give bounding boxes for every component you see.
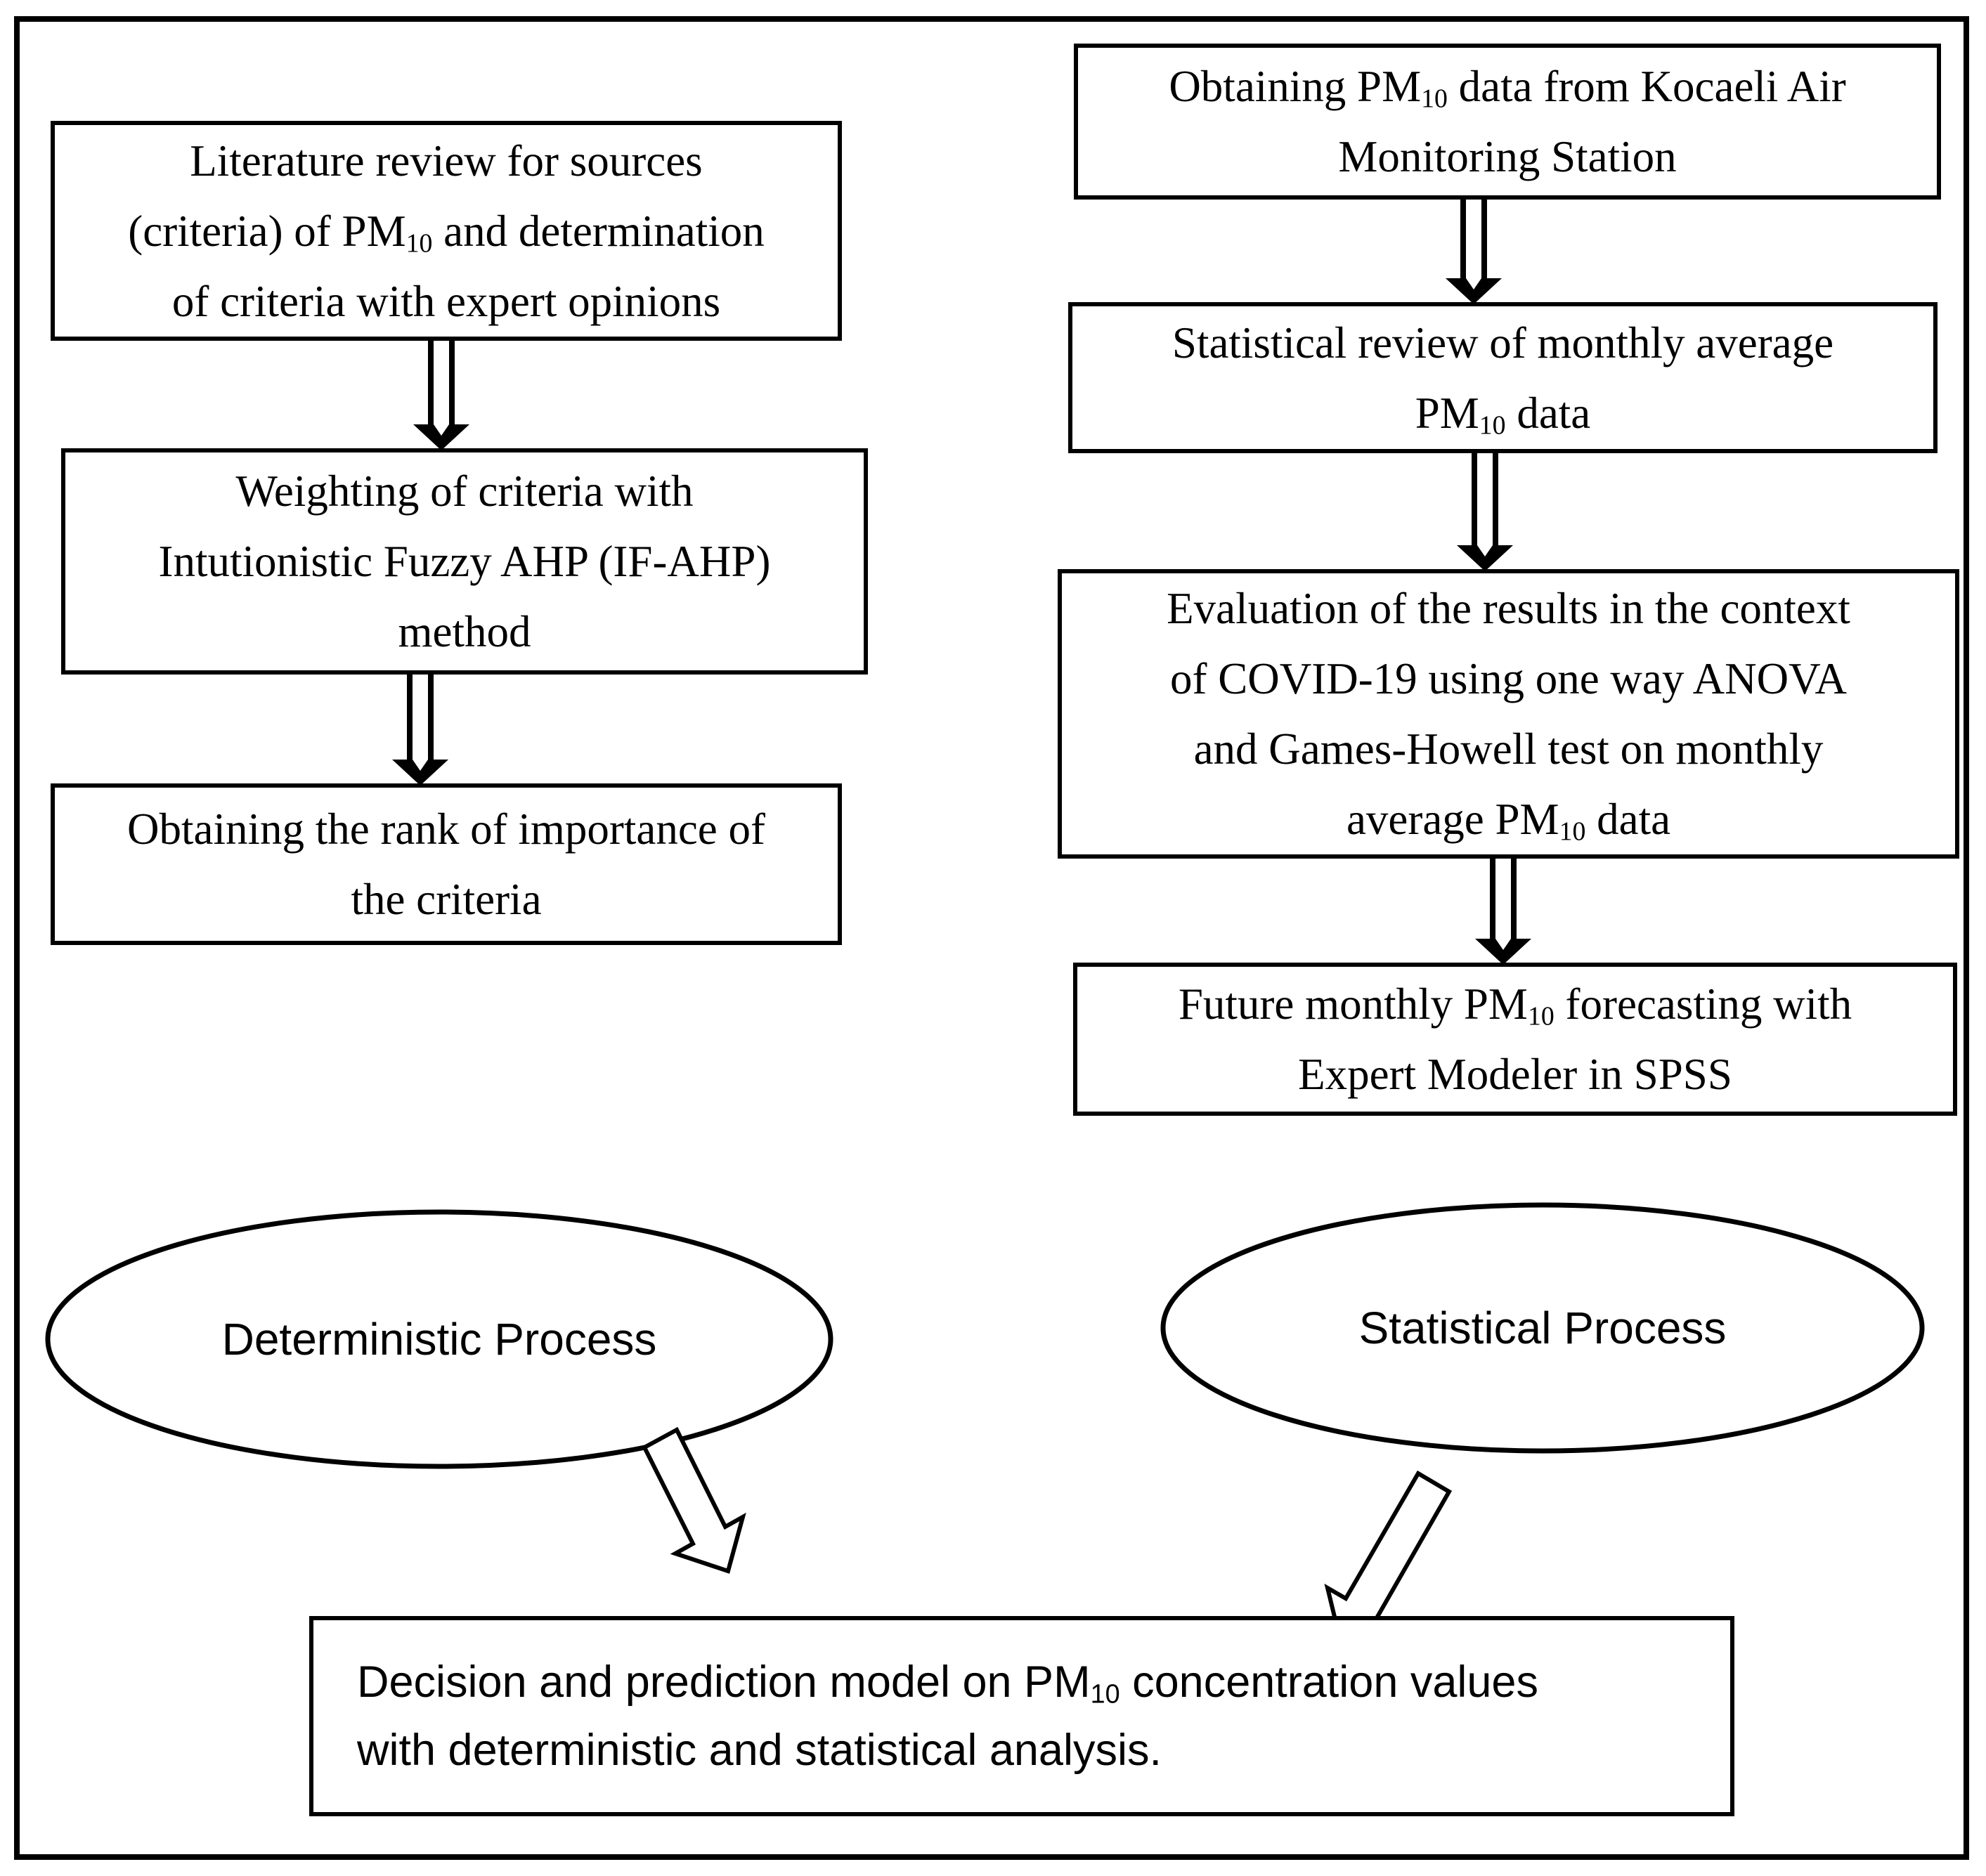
box-text-line: the criteria — [351, 875, 542, 924]
box-text-line: with deterministic and statistical analy… — [357, 1726, 1162, 1775]
box-text-line: Intutionistic Fuzzy AHP (IF-AHP) — [158, 537, 771, 586]
box-text-line: Future monthly PM10 forecasting with — [1178, 979, 1852, 1031]
statistical-process-ellipse — [1160, 1202, 1925, 1454]
down-arrow-icon — [392, 675, 448, 786]
box-text-line: and Games-Howell test on monthly — [1193, 724, 1824, 774]
box-text-line: average PM10 data — [1346, 795, 1671, 847]
box-literature-review: Literature review for sources (criteria) … — [51, 121, 842, 341]
box-text-line: Obtaining the rank of importance of — [127, 805, 765, 854]
diagonal-arrow-icon — [642, 1426, 746, 1574]
box-text-line: Weighting of criteria with — [235, 467, 694, 516]
box-text-line: Expert Modeler in SPSS — [1298, 1050, 1732, 1099]
box-text-line: Monitoring Station — [1338, 132, 1677, 181]
box-text-line: (criteria) of PM10 and determination — [128, 206, 765, 258]
box-covid-evaluation-anova: Evaluation of the results in the context… — [1058, 569, 1959, 859]
deterministic-process-label: Deterministic Process — [221, 1314, 657, 1364]
box-text-line: Statistical review of monthly average — [1172, 318, 1834, 367]
deterministic-process-ellipse — [45, 1209, 833, 1469]
box-text-line: of criteria with expert opinions — [171, 276, 721, 326]
box-text-line: of COVID-19 using one way ANOVA — [1169, 654, 1848, 703]
box-decision-prediction-model: Decision and prediction model on PM10 co… — [309, 1616, 1734, 1816]
statistical-process-label: Statistical Process — [1358, 1303, 1727, 1353]
box-text-line: Obtaining PM10 data from Kocaeli Air — [1169, 62, 1846, 114]
down-arrow-icon — [1446, 200, 1502, 304]
box-text-line: PM10 data — [1415, 388, 1591, 440]
down-arrow-icon — [413, 341, 469, 450]
down-arrow-icon — [1475, 859, 1531, 965]
box-text-line: Decision and prediction model on PM10 co… — [357, 1657, 1538, 1709]
box-text-line: Literature review for sources — [190, 136, 703, 185]
outer-frame — [14, 16, 1969, 1860]
box-rank-of-importance: Obtaining the rank of importance of the c… — [51, 783, 842, 945]
box-text-line: method — [398, 607, 531, 656]
down-arrow-icon — [1457, 453, 1513, 571]
box-text-line: Evaluation of the results in the context — [1167, 584, 1850, 633]
